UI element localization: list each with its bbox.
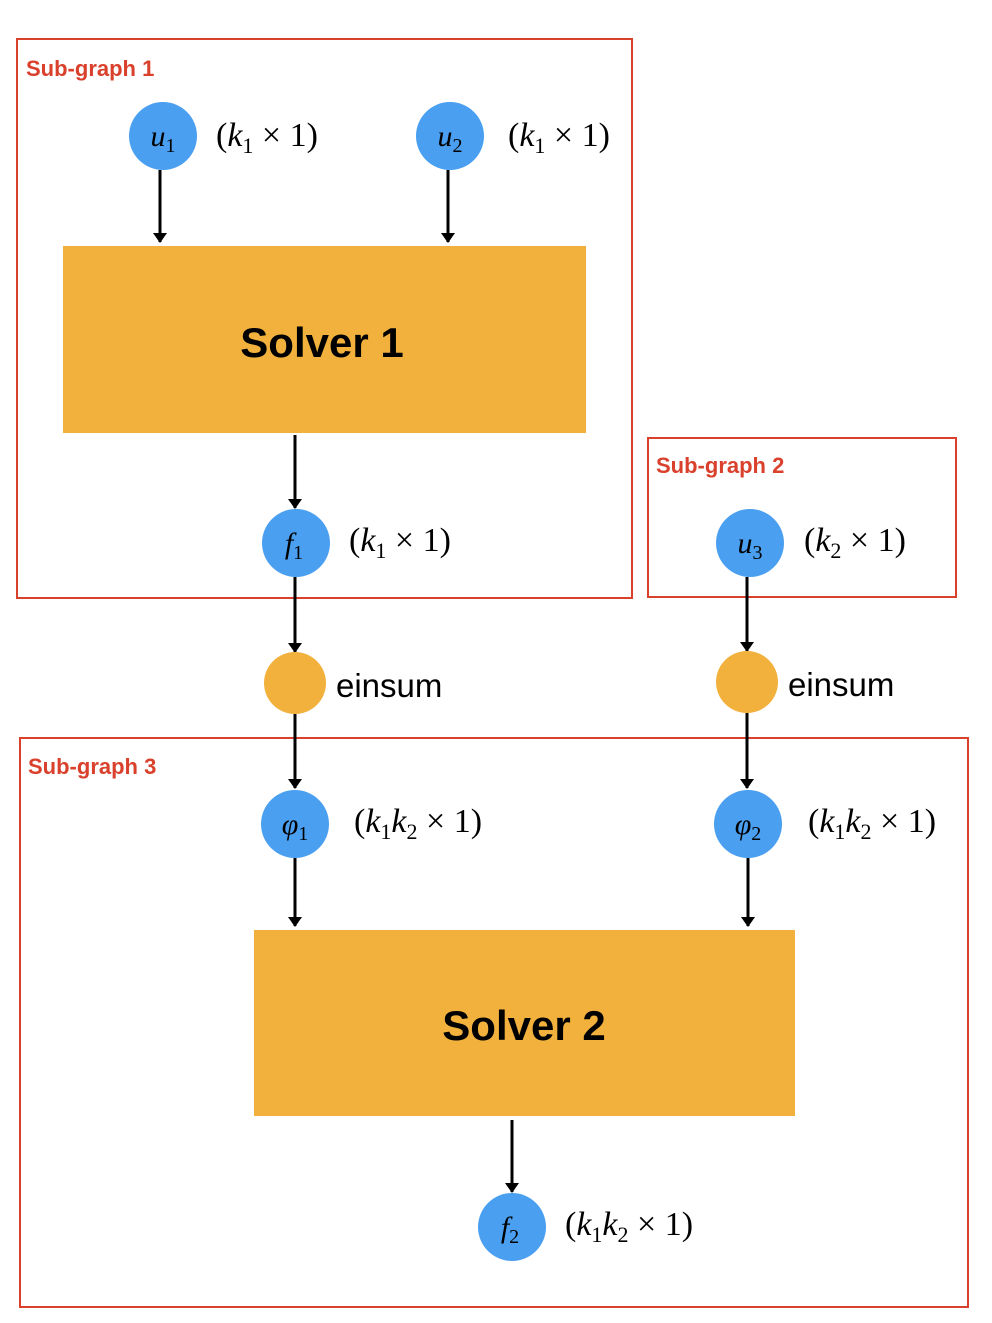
u1-symbol: u1: [151, 120, 176, 157]
f2-circle: [478, 1193, 546, 1261]
f2-dimension: (k1k2 × 1): [565, 1206, 693, 1247]
einsum-node-1: einsum: [264, 652, 442, 714]
subgraph-3-frame: [19, 737, 969, 1308]
f1-dimension: (k1 × 1): [349, 522, 451, 563]
u2-circle: [416, 102, 484, 170]
variable-u3: u3 (k2 × 1): [716, 509, 906, 577]
variable-f2: f2 (k1k2 × 1): [478, 1193, 693, 1261]
subgraph-3: Sub-graph 3: [19, 737, 969, 1308]
u3-circle: [716, 509, 784, 577]
einsum-1-label: einsum: [336, 667, 442, 704]
subgraph-2: Sub-graph 2: [647, 437, 957, 598]
u1-dimension: (k1 × 1): [216, 117, 318, 158]
subgraph-1: Sub-graph 1: [16, 38, 633, 599]
variable-f1: f1 (k1 × 1): [262, 509, 451, 577]
u1-circle: [129, 102, 197, 170]
solver-1-box: [63, 246, 586, 433]
einsum-2-circle: [716, 651, 778, 713]
subgraph-2-label: Sub-graph 2: [656, 453, 784, 478]
f1-circle: [262, 509, 330, 577]
edges: [153, 170, 755, 1193]
solver-2-label: Solver 2: [442, 1002, 605, 1049]
solver-2: Solver 2: [254, 930, 795, 1116]
u2-symbol: u2: [438, 120, 463, 157]
u2-dimension: (k1 × 1): [508, 117, 610, 158]
phi2-circle: [714, 790, 782, 858]
subgraph-2-frame: [647, 437, 957, 598]
subgraph-1-label: Sub-graph 1: [26, 56, 154, 81]
solver-1: Solver 1: [63, 246, 586, 433]
variable-u1: u1 (k1 × 1): [129, 102, 318, 170]
phi1-symbol: φ1: [282, 808, 309, 845]
phi2-symbol: φ2: [735, 808, 762, 845]
phi2-dimension: (k1k2 × 1): [808, 803, 936, 844]
solver-2-box: [254, 930, 795, 1116]
variable-u2: u2 (k1 × 1): [416, 102, 610, 170]
solver-1-label: Solver 1: [240, 319, 403, 366]
u3-symbol: u3: [738, 527, 763, 564]
phi1-dimension: (k1k2 × 1): [354, 803, 482, 844]
variable-phi1: φ1 (k1k2 × 1): [261, 790, 482, 858]
subgraph-1-frame: [16, 38, 633, 599]
subgraph-3-label: Sub-graph 3: [28, 754, 156, 779]
einsum-1-circle: [264, 652, 326, 714]
einsum-2-label: einsum: [788, 666, 894, 703]
phi1-circle: [261, 790, 329, 858]
variable-phi2: φ2 (k1k2 × 1): [714, 790, 936, 858]
u3-dimension: (k2 × 1): [804, 522, 906, 563]
einsum-node-2: einsum: [716, 651, 894, 713]
